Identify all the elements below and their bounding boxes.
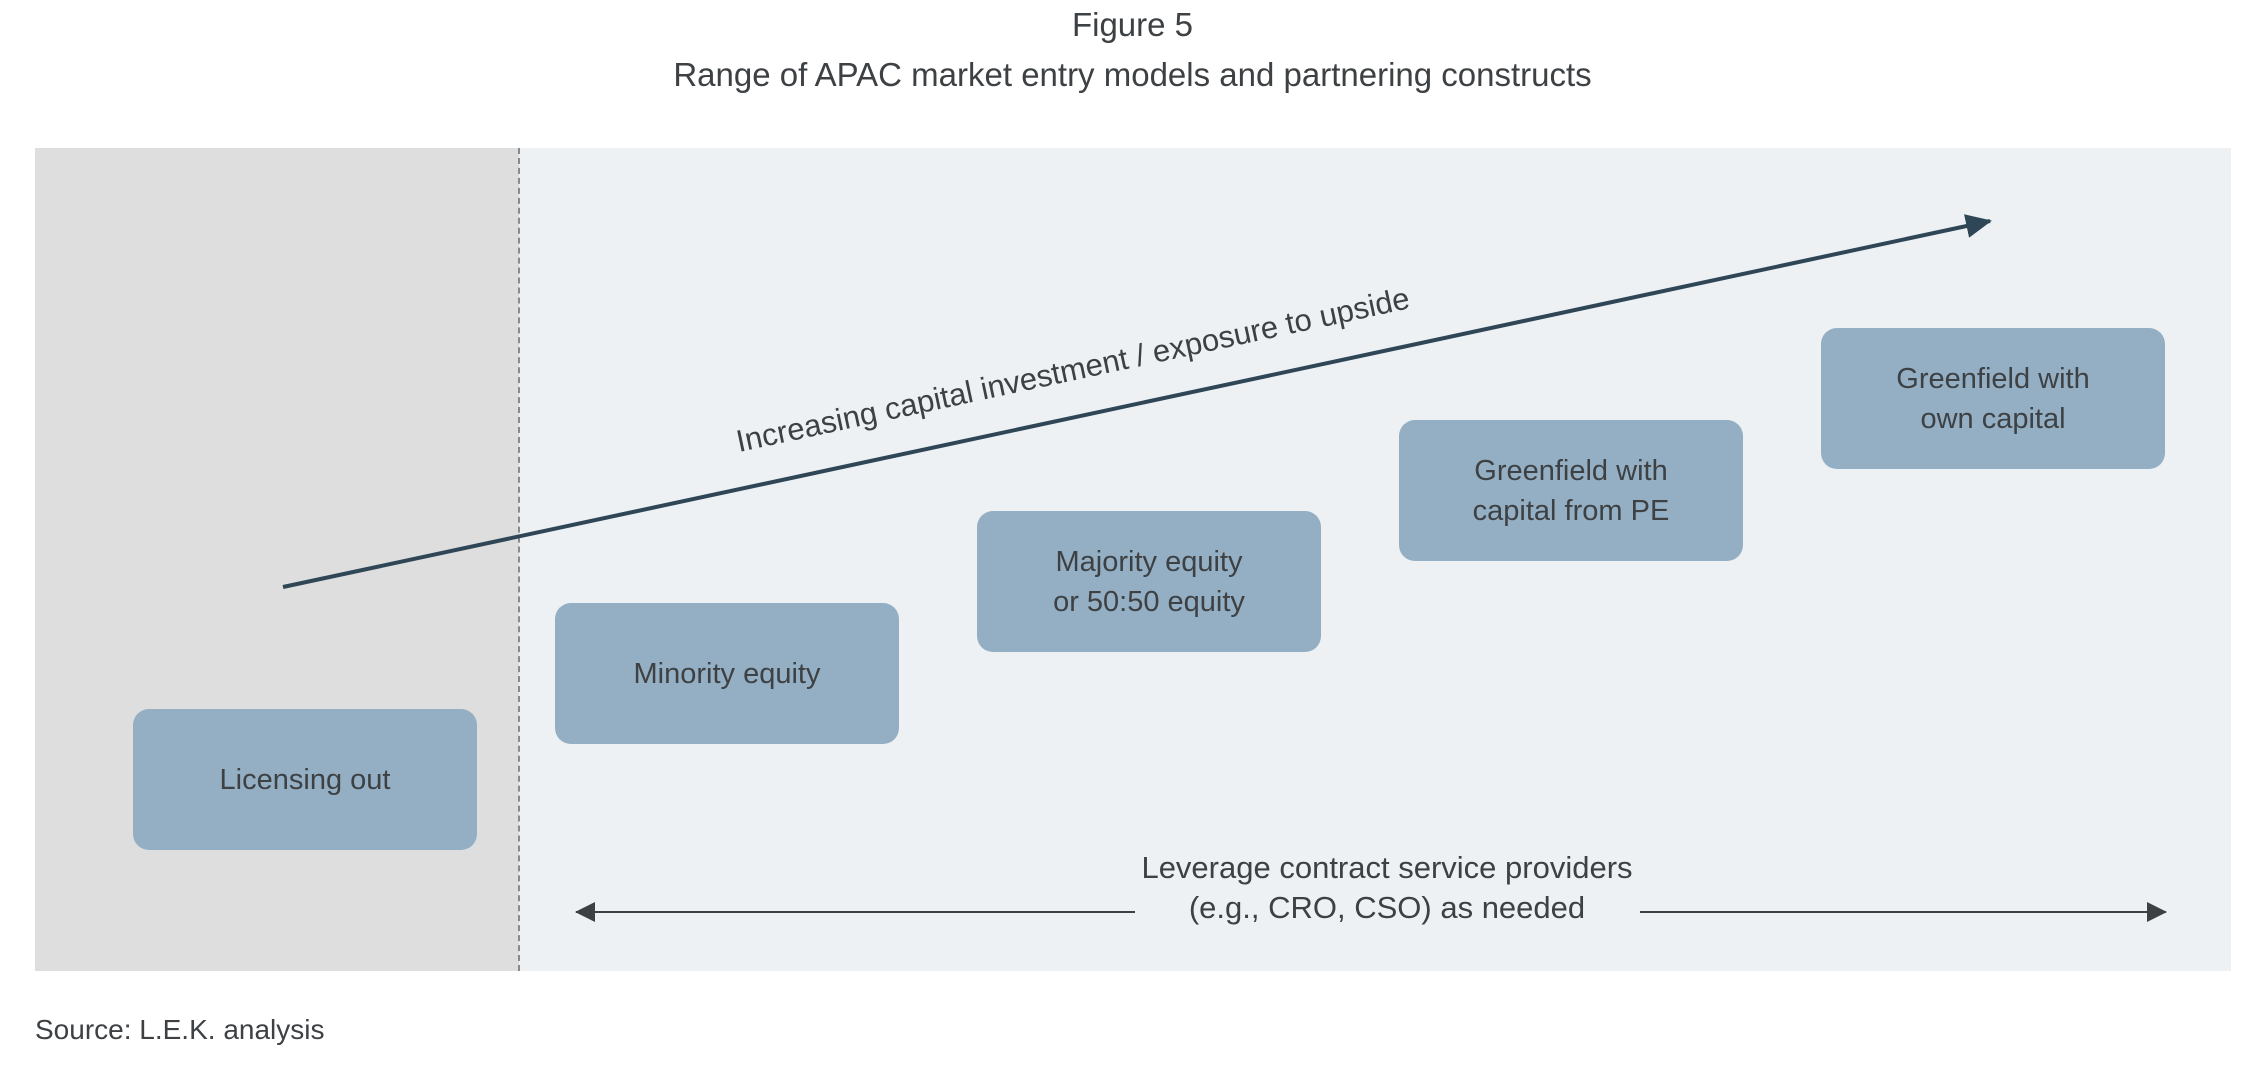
figure-label: Figure 5: [1071, 6, 1194, 43]
model-box-minority-equity: Minority equity: [555, 603, 899, 744]
model-box-greenfield-own: Greenfield with own capital: [1821, 328, 2165, 469]
source-note: Source: L.E.K. analysis: [35, 1014, 325, 1045]
panel-divider: [518, 148, 520, 971]
model-box-majority-equity: Majority equity or 50:50 equity: [977, 511, 1321, 652]
model-box-licensing-out: Licensing out: [133, 709, 477, 850]
partnering-panel: [519, 148, 2231, 971]
model-box-greenfield-pe: Greenfield with capital from PE: [1399, 420, 1743, 561]
figure-title: Range of APAC market entry models and pa…: [673, 56, 1592, 93]
